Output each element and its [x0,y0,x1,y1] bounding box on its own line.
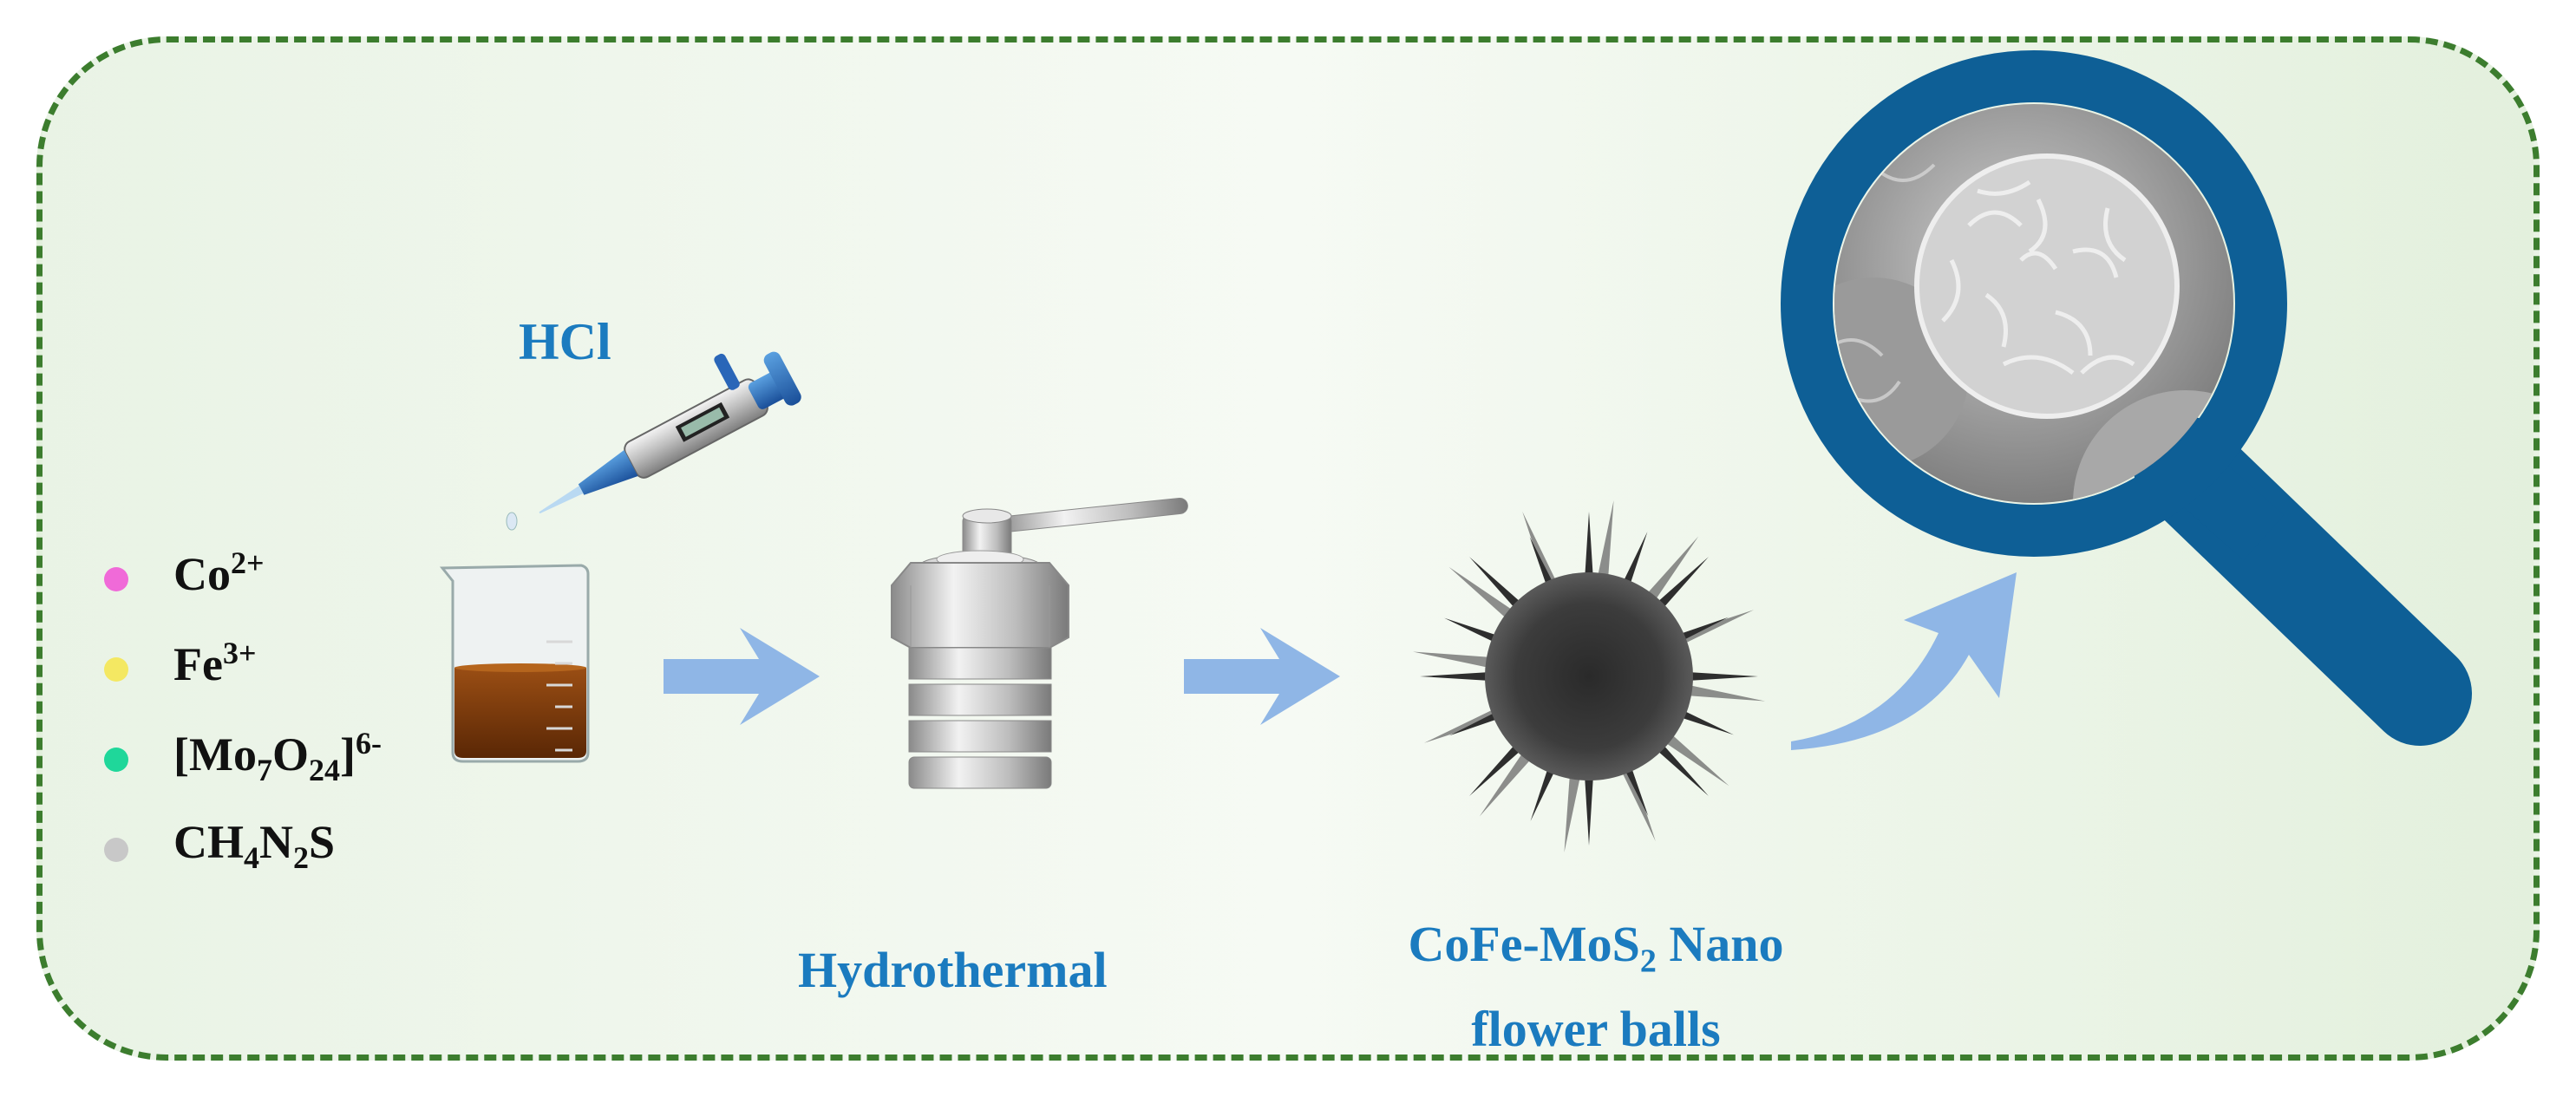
legend-label: CH4N2S [173,816,336,875]
green-dot-icon [104,748,128,772]
arrow-right-icon [1184,628,1340,725]
product-label-line2: flower balls [1471,1000,1721,1057]
pipette-icon [506,351,801,531]
autoclave-icon [891,497,1188,789]
arrow-right-icon [664,628,820,725]
hydrothermal-label: Hydrothermal [798,942,1108,998]
pink-dot-icon [104,567,128,591]
curved-arrow-icon [1791,572,2017,750]
legend-label: Co2+ [173,545,265,600]
gray-dot-icon [104,838,128,862]
beaker-icon [439,564,590,763]
nanoflower-icon [1412,500,1766,853]
magnifier-icon [1781,50,2472,746]
hcl-label: HCl [519,313,611,370]
yellow-dot-icon [104,657,128,682]
legend-label: Fe3+ [173,636,257,690]
legend-label: [Mo7O24]6- [173,726,382,787]
product-label: CoFe-MoS2 Nano flower balls [1379,911,1813,1063]
product-label-line1: CoFe-MoS2 Nano [1408,916,1784,980]
